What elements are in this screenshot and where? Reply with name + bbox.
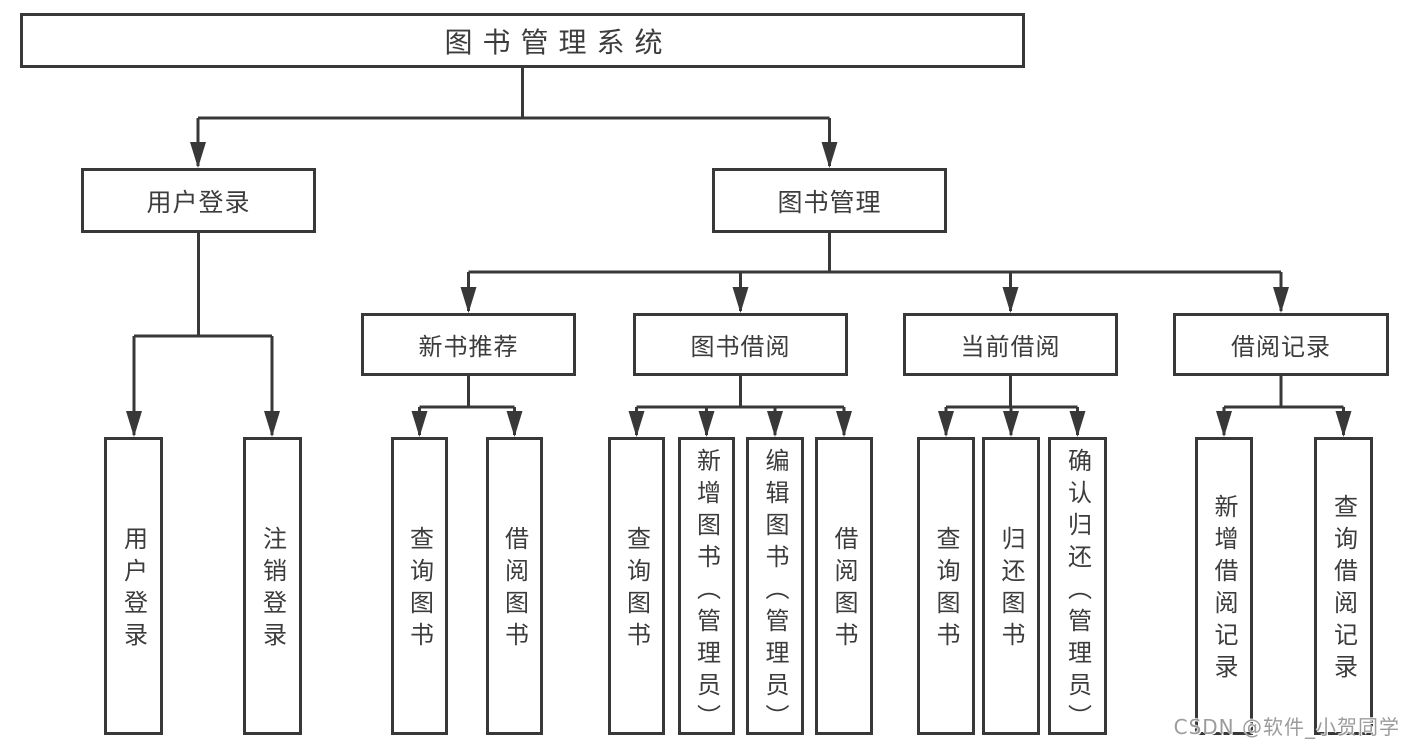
node-library-management-system: 图书管理系统 (20, 13, 1025, 68)
node-leaf-add-book-admin-label: 新增图书（管理员） (692, 448, 721, 736)
node-book-management: 图书管理 (712, 168, 947, 233)
node-leaf-confirm-return-admin: 确认归还（管理员） (1048, 437, 1107, 736)
node-leaf-edit-book-admin: 编辑图书（管理员） (746, 437, 804, 736)
watermark: CSDN @软件_小贺同学 (1173, 715, 1400, 739)
node-leaf-borrow-books-recommend-label: 借阅图书 (500, 526, 529, 654)
wire-root-to-level2 (196, 68, 831, 166)
node-leaf-borrow-books-label: 借阅图书 (830, 526, 858, 654)
node-leaf-query-books-borrow: 查询图书 (608, 437, 665, 735)
node-leaf-edit-book-admin-label: 编辑图书（管理员） (761, 448, 789, 736)
node-leaf-logout: 注销登录 (243, 437, 302, 735)
node-library-management-system-label: 图书管理系统 (444, 25, 673, 59)
node-leaf-add-book-admin: 新增图书（管理员） (678, 437, 735, 736)
node-leaf-return-book: 归还图书 (982, 437, 1040, 735)
node-leaf-logout-label: 注销登录 (258, 526, 287, 654)
wire-newbook-to-leaves (418, 376, 516, 435)
node-book-borrowing: 图书借阅 (633, 313, 848, 376)
node-borrowing-records-label: 借阅记录 (1231, 333, 1331, 361)
wire-userlogin-to-leaves (132, 233, 274, 435)
node-leaf-query-books-recommend-label: 查询图书 (405, 526, 434, 654)
wire-records-to-leaves (1222, 376, 1345, 435)
node-leaf-user-login: 用户登录 (104, 437, 163, 735)
node-book-borrowing-label: 图书借阅 (690, 333, 791, 361)
node-leaf-return-book-label: 归还图书 (997, 526, 1025, 654)
node-leaf-query-books-borrow-label: 查询图书 (622, 526, 651, 654)
node-new-book-recommend-label: 新书推荐 (418, 333, 519, 361)
node-leaf-query-borrow-record-label: 查询借阅记录 (1329, 494, 1358, 686)
wire-bookborrow-to-leaves (635, 376, 846, 435)
node-borrowing-records: 借阅记录 (1173, 313, 1389, 376)
node-current-borrowing: 当前借阅 (903, 313, 1118, 376)
node-leaf-user-login-label: 用户登录 (119, 526, 148, 654)
node-leaf-add-borrow-record: 新增借阅记录 (1195, 437, 1253, 735)
node-user-login-label: 用户登录 (146, 187, 251, 217)
node-leaf-query-books-recommend: 查询图书 (391, 437, 448, 735)
node-current-borrowing-label: 当前借阅 (960, 333, 1061, 361)
node-leaf-add-borrow-record-label: 新增借阅记录 (1210, 494, 1238, 686)
node-leaf-borrow-books: 借阅图书 (815, 437, 873, 735)
node-leaf-query-borrow-record: 查询借阅记录 (1314, 437, 1373, 735)
node-leaf-query-books-current-label: 查询图书 (932, 526, 960, 654)
node-book-management-label: 图书管理 (777, 187, 882, 217)
node-leaf-query-books-current: 查询图书 (917, 437, 975, 735)
node-user-login: 用户登录 (81, 168, 316, 233)
node-leaf-borrow-books-recommend: 借阅图书 (486, 437, 543, 735)
wire-bookmgmt-to-level3 (467, 233, 1283, 311)
node-leaf-confirm-return-admin-label: 确认归还（管理员） (1063, 448, 1092, 736)
node-new-book-recommend: 新书推荐 (361, 313, 576, 376)
arrowheads (126, 142, 1352, 437)
